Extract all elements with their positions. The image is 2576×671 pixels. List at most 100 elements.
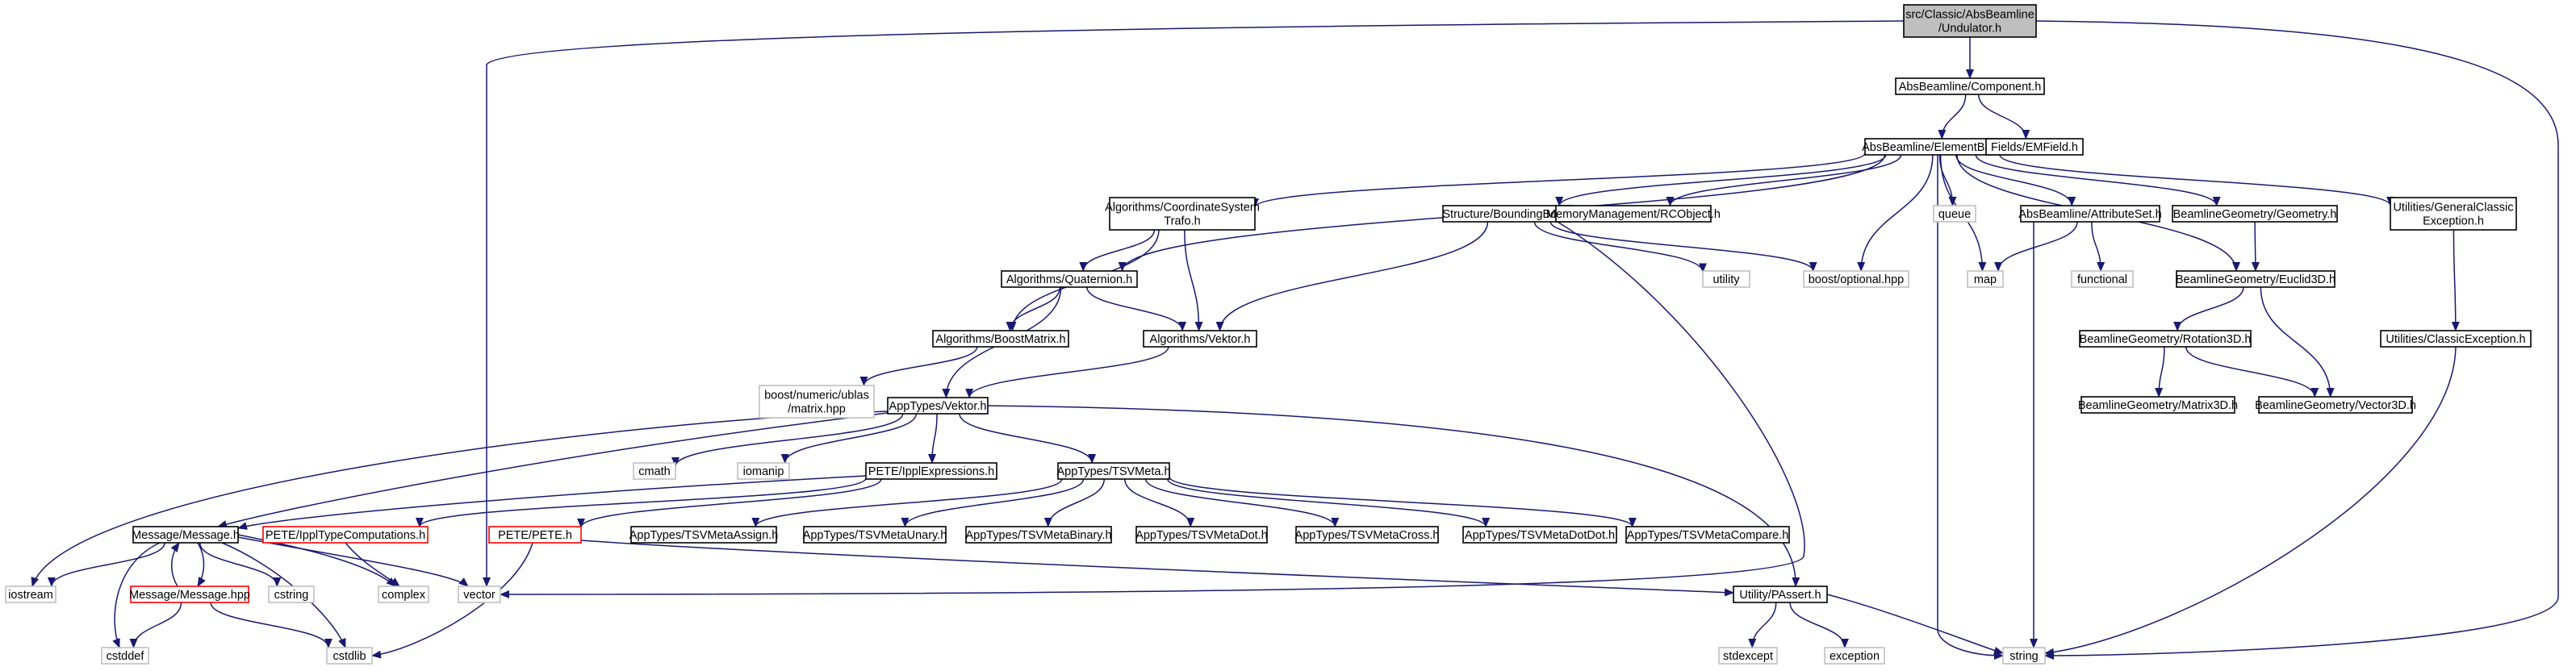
node-box [2380,330,2532,348]
node-box [759,385,875,419]
node-complex[interactable]: complex [378,586,429,603]
node-classicexc[interactable]: Utilities/ClassicException.h [2380,330,2532,348]
node-box [488,526,582,544]
edge-elementbase-to-queue [1938,154,1957,206]
node-vector3d[interactable]: BeamlineGeometry/Vector3D.h [2255,396,2416,414]
edge-tsvmeta-to-tsvbinary [1043,478,1105,527]
edge-elementbase-to-attrset [1955,154,2076,206]
node-attrset[interactable]: AbsBeamline/AttributeSet.h [2018,205,2162,223]
node-messagehpp[interactable]: Message/Message.hpp [129,586,250,603]
node-passert[interactable]: Utility/PAssert.h [1733,586,1828,603]
node-rcobject[interactable]: MemoryManagement/RCObject.h [1546,205,1721,223]
node-label: string [2009,650,2038,663]
node-undulator[interactable]: src/Classic/AbsBeamline/Undulator.h [1903,4,2037,38]
node-elementbase[interactable]: AbsBeamline/ElementBase.h [1862,138,2014,156]
node-box [1555,205,1712,223]
node-appvektor[interactable]: AppTypes/Vektor.h [887,397,989,415]
node-algvektor[interactable]: Algorithms/Vektor.h [1143,330,1257,348]
node-box [2071,270,2134,288]
node-label: stdexcept [1723,650,1773,663]
node-label: BeamlineGeometry/Geometry.h [2173,208,2337,221]
edge-elementbase-to-optional [1857,154,1934,272]
node-cmath[interactable]: cmath [633,462,676,480]
edge-message-to-iostream [48,542,165,587]
node-component[interactable]: AbsBeamline/Component.h [1895,77,2045,95]
edge-elementbase-to-cstrafo [1251,152,1866,209]
node-label: AppTypes/TSVMetaCompare.h [1627,529,1789,542]
node-ippltype[interactable]: PETE/IpplTypeComputations.h [262,526,429,544]
node-label: MemoryManagement/RCObject.h [1546,208,1721,221]
node-box [932,330,1069,348]
edge-ipplexpr-to-pete [577,478,882,528]
node-queue[interactable]: queue [1933,205,1976,223]
node-tsvdot[interactable]: AppTypes/TSVMetaDot.h [1135,526,1268,544]
node-quaternion[interactable]: Algorithms/Quaternion.h [1001,270,1138,288]
edge-algvektor-to-appvektor [965,346,1169,398]
node-exception[interactable]: exception [1824,647,1885,665]
node-utility[interactable]: utility [1702,270,1750,288]
node-label: cstddef [107,650,145,663]
node-tsvbinary[interactable]: AppTypes/TSVMetaBinary.h [965,526,1112,544]
node-tsvcompare[interactable]: AppTypes/TSVMetaCompare.h [1625,526,1790,544]
node-euclid[interactable]: BeamlineGeometry/Euclid3D.h [2176,270,2336,288]
node-tsvunary[interactable]: AppTypes/TSVMetaUnary.h [803,526,947,544]
node-boostmatrix[interactable]: Algorithms/BoostMatrix.h [932,330,1069,348]
edge-messagehpp-to-cstddef [129,602,182,648]
node-iomanip[interactable]: iomanip [737,462,790,480]
node-bgeometry[interactable]: BeamlineGeometry/Geometry.h [2172,205,2338,223]
node-label: functional [2077,273,2127,286]
edge-component-to-emfield [1977,94,2030,140]
node-box [965,526,1112,544]
node-label: boost/optional.hpp [1809,273,1905,286]
node-label: cmath [638,465,671,478]
node-label: vector [463,589,496,602]
edge-genexc-to-classicexc [2451,229,2460,331]
edge-rotation-to-matrix3d [2155,346,2165,398]
node-functional[interactable]: functional [2071,270,2134,288]
node-box [1895,77,2045,95]
node-label: BeamlineGeometry/Vector3D.h [2255,399,2416,412]
node-label: exception [1830,650,1880,663]
edge-cstrafo-to-algvektor [1184,229,1203,331]
node-cstddef[interactable]: cstddef [101,647,149,665]
node-label: AppTypes/TSVMetaDotDot.h [1465,529,1615,542]
edge-quaternion-to-algvektor [1086,286,1187,331]
node-box [1001,270,1138,288]
node-tsvmeta[interactable]: AppTypes/TSVMeta.h [1056,462,1171,480]
edge-bbox-to-algvektor [1215,221,1489,331]
node-string[interactable]: string [2002,647,2046,665]
node-optional[interactable]: boost/optional.hpp [1803,270,1909,288]
node-cstdlib[interactable]: cstdlib [326,647,373,665]
node-stdexcept[interactable]: stdexcept [1718,647,1778,665]
edge-elementbase-to-bbox [1555,154,1887,206]
node-emfield[interactable]: Fields/EMField.h [1985,138,2084,156]
node-box [1143,330,1257,348]
node-label: Fields/EMField.h [1991,141,2078,154]
node-box [1903,4,2037,38]
node-label: Utility/PAssert.h [1739,589,1821,602]
node-ipplexpr[interactable]: PETE/IpplExpressions.h [865,462,997,480]
node-cstring[interactable]: cstring [268,586,315,603]
node-vector[interactable]: vector [458,586,501,603]
edge-elementbase-to-string [1937,155,2004,660]
node-rotation[interactable]: BeamlineGeometry/Rotation3D.h [2079,330,2252,348]
node-box [2172,205,2338,223]
edge-undulator-to-vector [483,20,1905,587]
node-box [887,397,989,415]
node-label: Message/Message.hpp [129,589,250,602]
node-tsvdotdot[interactable]: AppTypes/TSVMetaDotDot.h [1462,526,1617,544]
node-ublas[interactable]: boost/numeric/ublas/matrix.hpp [759,385,875,419]
node-matrix3d[interactable]: BeamlineGeometry/Matrix3D.h [2078,396,2238,414]
node-message[interactable]: Message/Message.h [132,526,240,544]
node-box [1135,526,1268,544]
node-map[interactable]: map [1967,270,2004,288]
edge-appvektor-to-tsvmeta [959,413,1097,464]
node-tsvassign[interactable]: AppTypes/TSVMetaAssign.h [629,526,779,544]
node-iostream[interactable]: iostream [5,586,56,603]
node-pete[interactable]: PETE/PETE.h [488,526,582,544]
node-tsvcross[interactable]: AppTypes/TSVMetaCross.h [1295,526,1440,544]
node-label: cstring [274,589,309,602]
node-bbox[interactable]: Structure/BoundingBox.h [1442,205,1573,223]
